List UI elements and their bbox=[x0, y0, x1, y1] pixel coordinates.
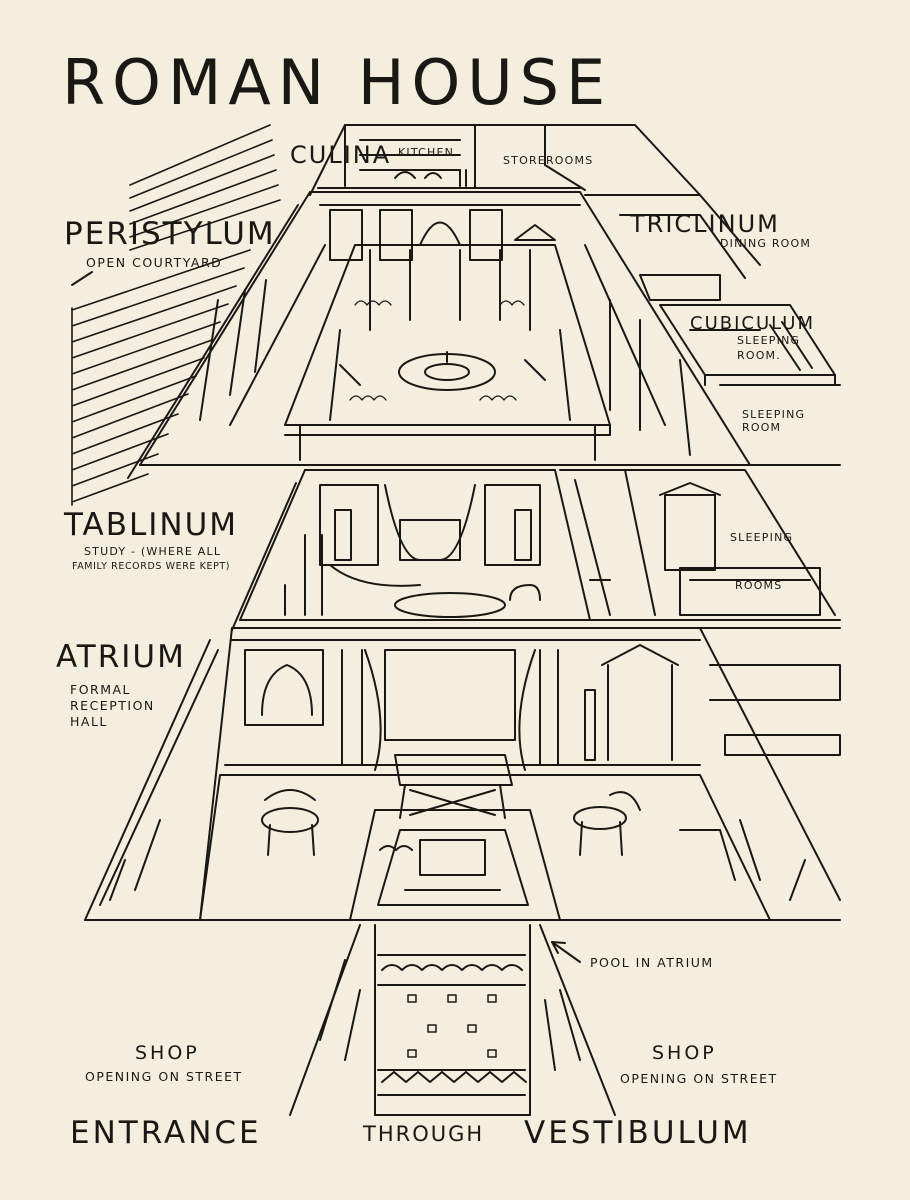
pool-arrow bbox=[551, 941, 581, 963]
label-atrium: ATRIUM bbox=[56, 639, 186, 675]
culina-storerooms-block bbox=[309, 124, 701, 196]
label-atrium-desc-1: FORMAL bbox=[70, 682, 132, 697]
label-triclinum-desc: DINING ROOM bbox=[720, 237, 812, 250]
label-storerooms: STOREROOMS bbox=[503, 154, 594, 167]
page-title: ROMAN HOUSE bbox=[62, 46, 613, 119]
label-shop-left-desc: OPENING ON STREET bbox=[85, 1069, 243, 1084]
tablinum-level bbox=[231, 469, 841, 631]
label-through: THROUGH bbox=[363, 1122, 485, 1146]
label-culina: CULINA bbox=[290, 141, 392, 169]
roof-hatching-left bbox=[71, 124, 281, 506]
label-peristylum: PERISTYLUM bbox=[64, 216, 276, 252]
label-atrium-desc-3: HALL bbox=[70, 714, 108, 729]
label-triclinum: TRICLINUM bbox=[630, 210, 780, 238]
peristylum-courtyard bbox=[199, 244, 691, 461]
vestibulum-entrance bbox=[289, 924, 616, 1116]
label-kitchen: KITCHEN bbox=[398, 146, 455, 159]
label-cubiculum-desc-1: SLEEPING bbox=[737, 334, 801, 347]
label-peristylum-desc: OPEN COURTYARD bbox=[86, 255, 223, 270]
label-cubiculum: CUBICULUM bbox=[690, 313, 815, 334]
label-tablinum-desc-2: FAMILY RECORDS WERE KEPT) bbox=[72, 561, 231, 572]
atrium-level bbox=[84, 627, 841, 921]
label-rooms: ROOMS bbox=[735, 579, 783, 592]
label-shop-right: SHOP bbox=[652, 1042, 717, 1064]
label-vestibulum: VESTIBULUM bbox=[524, 1115, 752, 1151]
label-pool: POOL IN ATRIUM bbox=[590, 955, 714, 970]
label-atrium-desc-2: RECEPTION bbox=[70, 698, 155, 713]
label-tablinum: TABLINUM bbox=[64, 507, 239, 543]
peristylum-arrow bbox=[71, 271, 93, 286]
label-shop-right-desc: OPENING ON STREET bbox=[620, 1071, 778, 1086]
label-sleeping-room-2: ROOM bbox=[742, 421, 782, 434]
triclinum-cubiculum bbox=[584, 194, 841, 386]
label-tablinum-desc-1: STUDY - (WHERE ALL bbox=[84, 545, 222, 558]
label-sleeping: SLEEPING bbox=[730, 531, 794, 544]
label-sleeping-room-1: SLEEPING bbox=[742, 408, 806, 421]
label-cubiculum-desc-2: ROOM. bbox=[737, 349, 781, 362]
label-entrance: ENTRANCE bbox=[70, 1115, 262, 1151]
label-shop-left: SHOP bbox=[135, 1042, 200, 1064]
